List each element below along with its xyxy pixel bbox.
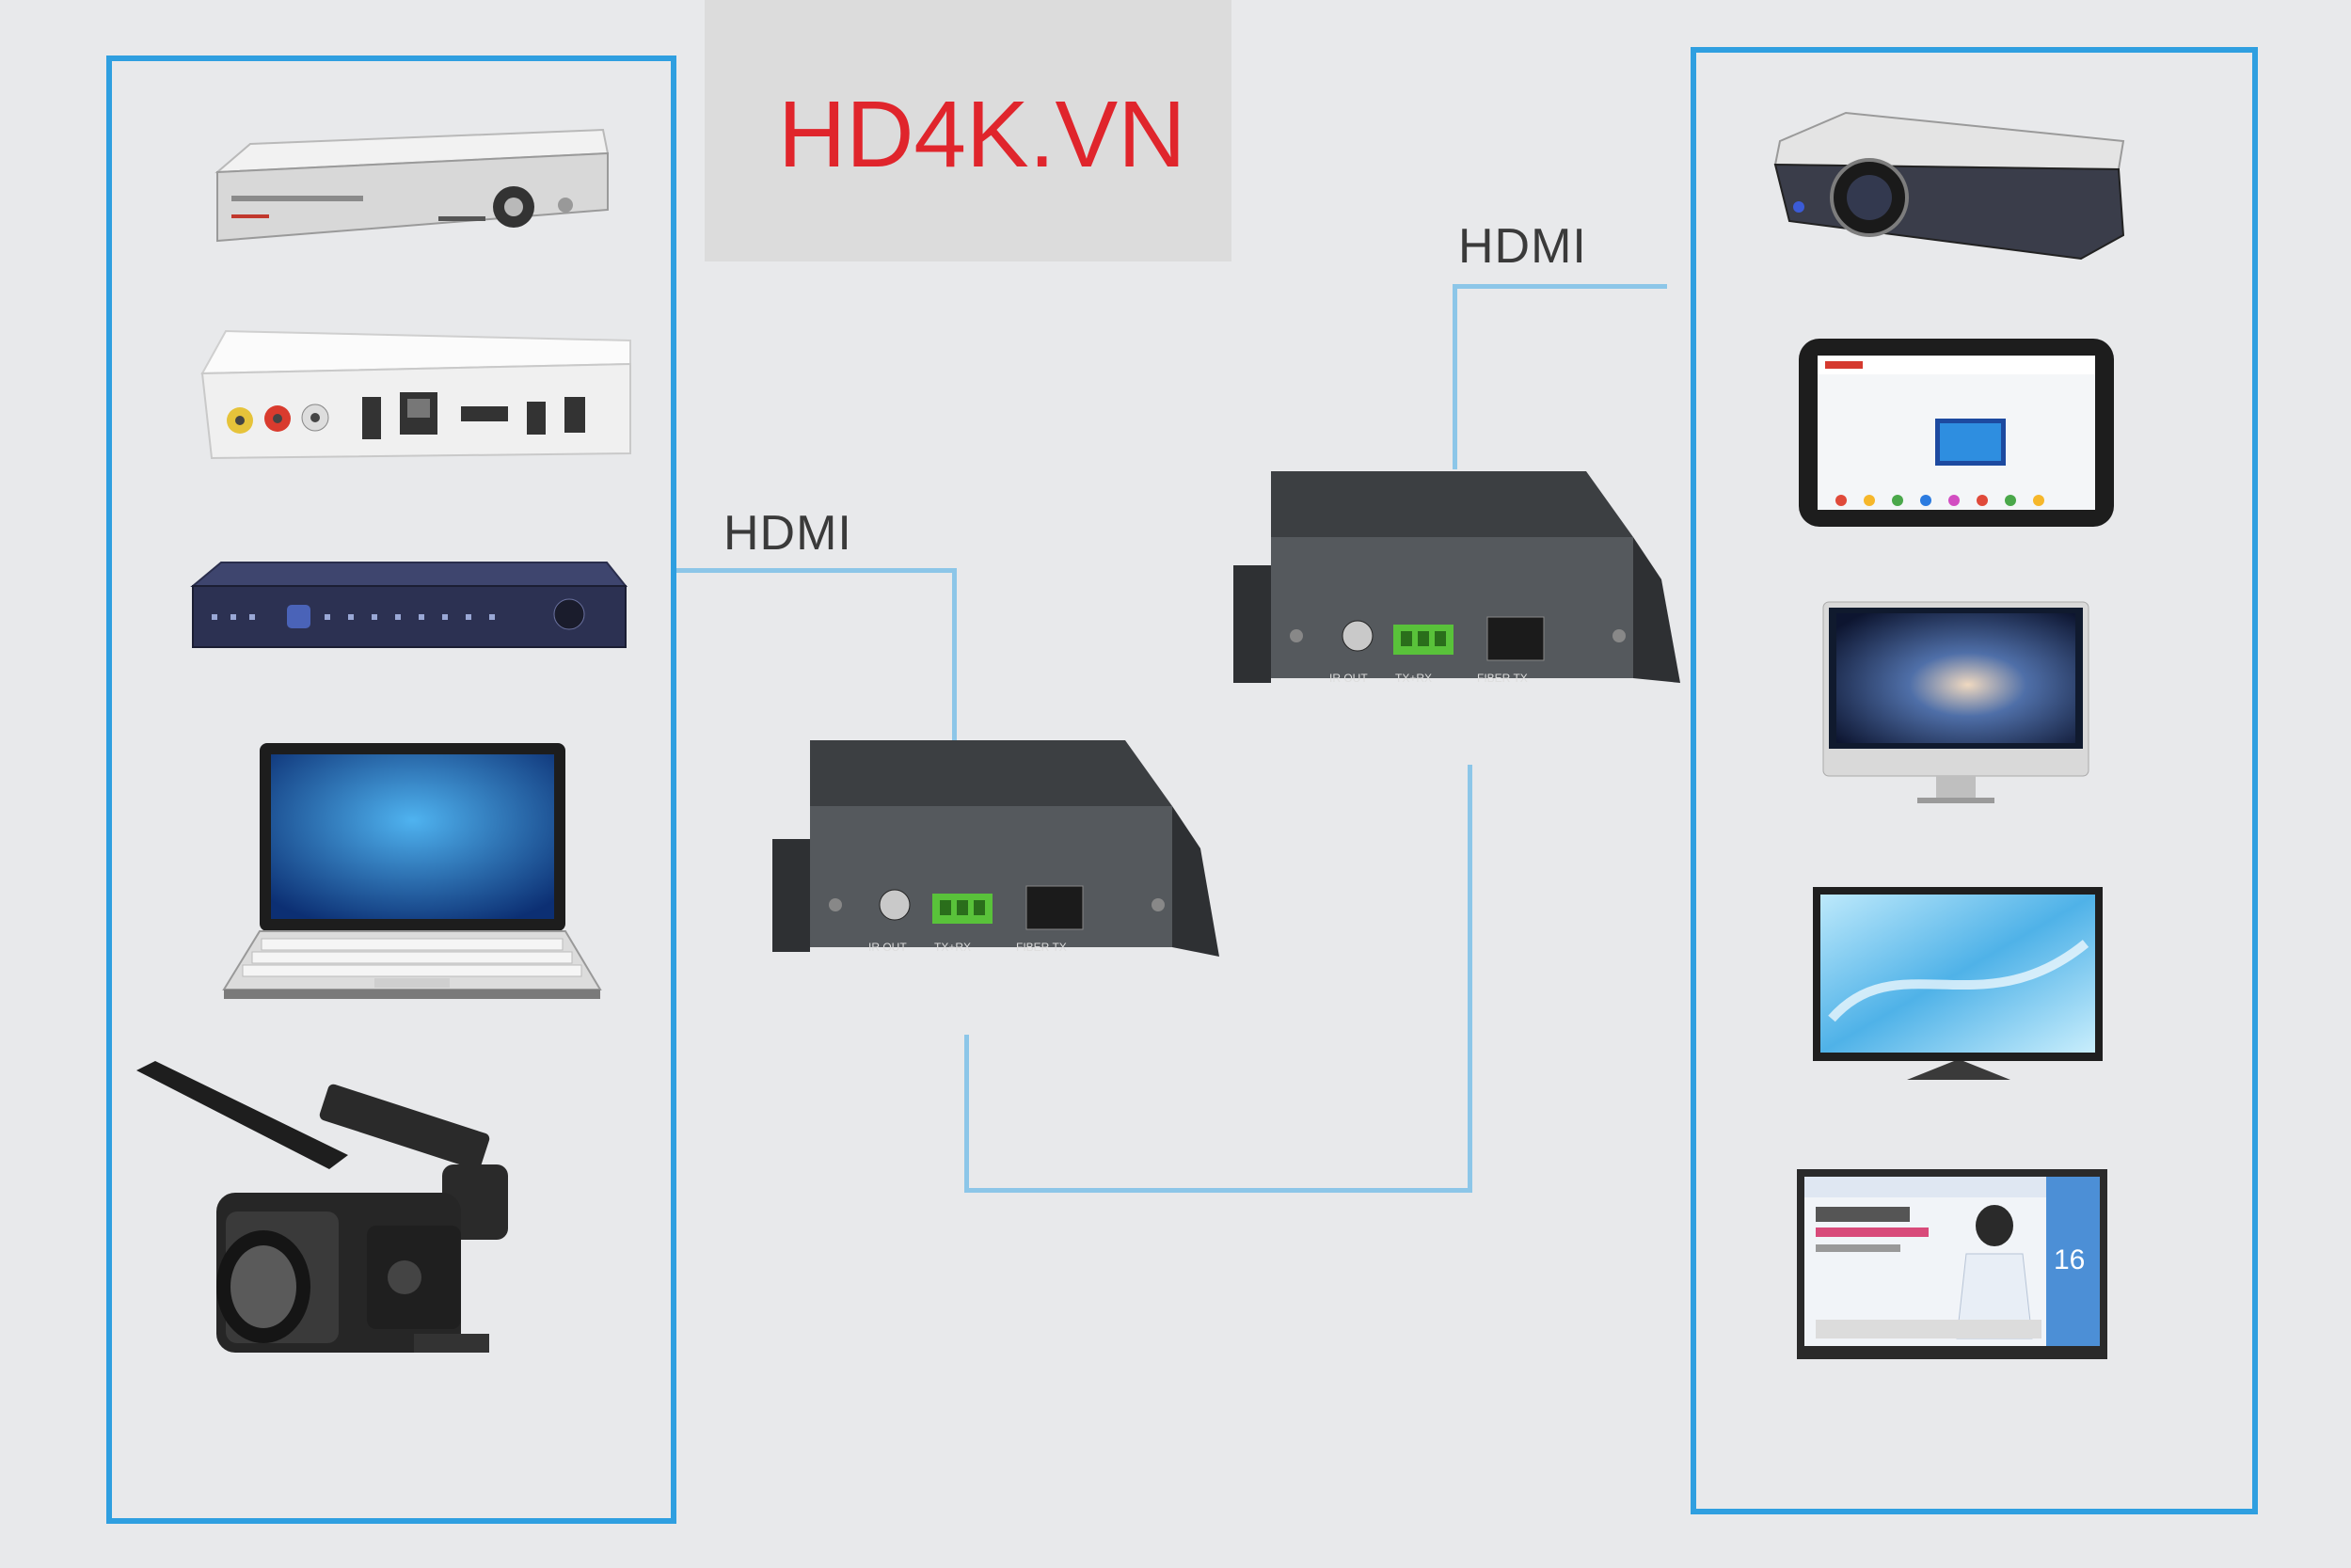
hdmi-cable-left-h xyxy=(676,568,955,573)
fiber-cable-tx-down xyxy=(964,1035,969,1193)
signage-date-badge: 16 xyxy=(2054,1244,2086,1275)
hdmi-label-left: HDMI xyxy=(723,506,852,561)
hdmi-fiber-extender-transmitter xyxy=(772,740,1219,957)
media-box-icon xyxy=(200,329,631,460)
fiber-cable-rx-up xyxy=(1468,765,1472,1193)
tv-icon xyxy=(1813,887,2103,1080)
camcorder-icon xyxy=(136,1061,508,1353)
port-label-ir-right: IR OUT xyxy=(1329,672,1368,685)
port-label-fiber-right: FIBER TX xyxy=(1477,672,1528,685)
fiber-cable-bottom xyxy=(964,1188,1472,1193)
hdmi-cable-right-v xyxy=(1453,284,1457,469)
port-label-tx-left: TX+RX xyxy=(934,941,972,954)
monitor-icon xyxy=(1822,601,2089,803)
display-devices-panel xyxy=(1691,47,2258,1514)
digital-signage-icon xyxy=(1797,1169,2107,1359)
port-label-ir-left: IR OUT xyxy=(868,941,907,954)
dvd-player-icon xyxy=(214,128,610,243)
projector-icon xyxy=(1773,111,2125,261)
laptop-icon xyxy=(222,743,602,999)
brand-logo-text: HD4K.VN xyxy=(778,82,1186,187)
hdmi-fiber-extender-receiver xyxy=(1233,471,1680,683)
hdmi-label-right: HDMI xyxy=(1458,219,1587,274)
hdmi-cable-right-h xyxy=(1453,284,1667,289)
dvr-icon xyxy=(190,562,628,648)
port-label-fiber-left: FIBER TX xyxy=(1016,941,1067,954)
port-label-tx-right: TX+RX xyxy=(1395,672,1433,685)
tablet-icon xyxy=(1799,339,2114,527)
source-devices-panel xyxy=(106,55,676,1524)
hdmi-cable-left-v xyxy=(952,568,957,743)
brand-box xyxy=(705,0,1231,261)
